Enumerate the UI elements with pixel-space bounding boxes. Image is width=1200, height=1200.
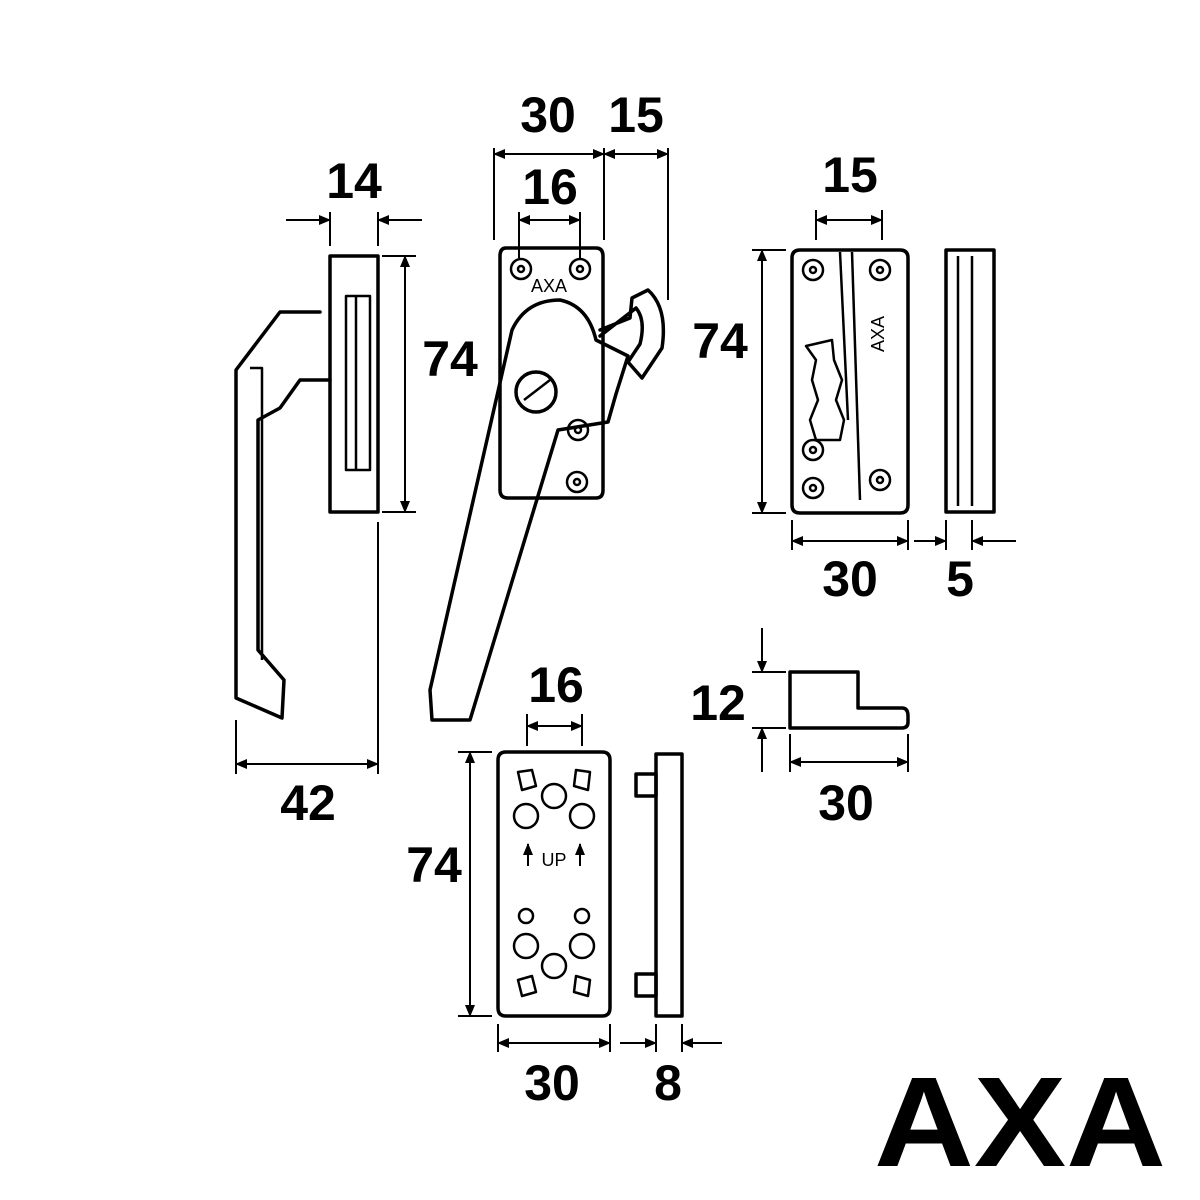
screw-icon	[801, 476, 825, 500]
keep-brand: AXA	[868, 316, 888, 352]
dim-handle-depth: 14	[326, 153, 382, 209]
screw-icon	[566, 418, 590, 442]
dim-wedge-width: 30	[818, 775, 874, 831]
screw-icon	[868, 468, 892, 492]
dim-wedge-height: 12	[690, 675, 746, 731]
dim-mount-width: 30	[524, 1055, 580, 1111]
dim-handle-height: 74	[422, 331, 478, 387]
screw-icon	[868, 258, 892, 282]
keep-front-view: AXA	[790, 248, 910, 515]
handle-side-view	[234, 254, 380, 720]
handle-plate-brand: AXA	[531, 276, 567, 296]
dim-mount-hole-spacing: 16	[528, 657, 584, 713]
handle-front-view: AXA	[428, 246, 666, 722]
dim-mount-thickness: 8	[654, 1055, 682, 1111]
wedge-part	[788, 670, 910, 730]
spindle-icon	[514, 370, 558, 414]
dim-keep-hole-spacing: 15	[822, 147, 878, 203]
dim-packer-thickness: 5	[946, 551, 974, 607]
dim-keep-width: 30	[822, 551, 878, 607]
screw-icon	[801, 438, 825, 462]
dimension-lines	[235, 148, 1016, 1052]
mounting-plate-side-view	[634, 752, 684, 1018]
axa-logo: AXA	[874, 1051, 1166, 1194]
screw-icon	[568, 257, 592, 281]
screw-icon	[801, 258, 825, 282]
mounting-plate-front-view: UP	[496, 750, 612, 1018]
dim-handle-plate-width: 30	[520, 87, 576, 143]
screw-icon	[509, 257, 533, 281]
dim-hook-reach: 15	[608, 87, 664, 143]
orientation-mark: UP	[541, 850, 566, 870]
dim-keep-height: 74	[692, 313, 748, 369]
screw-icon	[565, 470, 589, 494]
packer-side-view	[944, 248, 996, 514]
dim-handle-projection: 42	[280, 775, 336, 831]
dim-mount-height: 74	[406, 837, 462, 893]
dim-handle-hole-spacing: 16	[522, 159, 578, 215]
dimension-labels: 14 74 42 30 15 16 15 74 30 5 12 30 16 74…	[280, 87, 974, 1111]
